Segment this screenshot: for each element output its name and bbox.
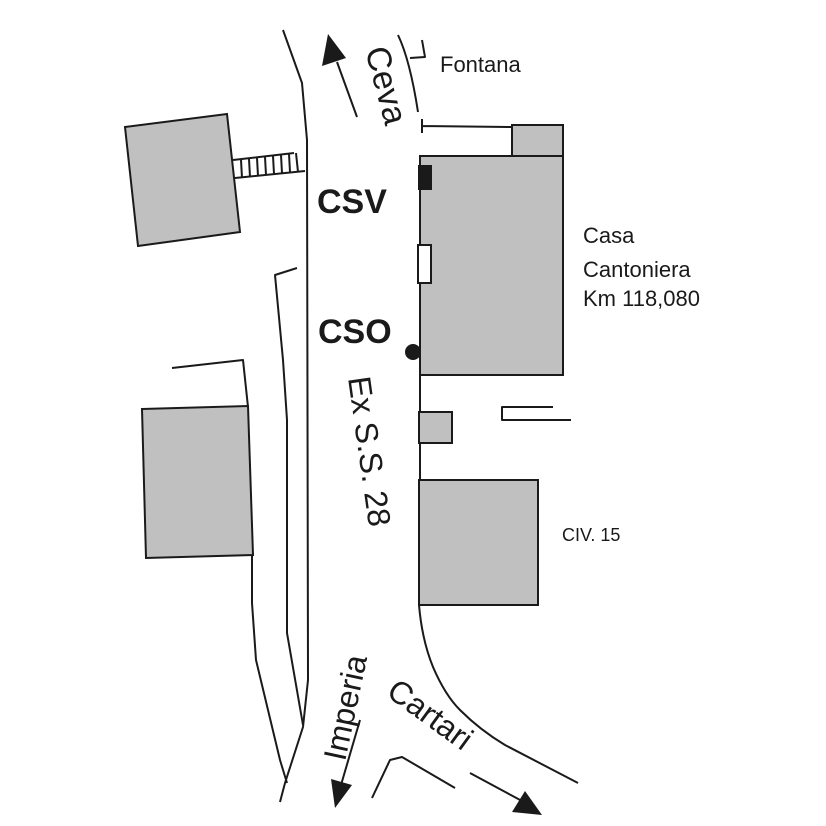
label-fontana: Fontana	[440, 52, 521, 77]
building-lower-left	[140, 404, 255, 560]
arrow-ceva-icon	[322, 34, 358, 118]
bracket-line	[501, 406, 571, 421]
label-casa-3: Km 118,080	[583, 286, 700, 311]
cso-point	[405, 344, 421, 360]
label-csv: CSV	[317, 183, 387, 221]
road-edge-ceva-right	[397, 34, 419, 113]
building-casa-cantoniera	[419, 155, 564, 376]
building-civ-15	[418, 479, 539, 606]
label-imperia: Imperia	[317, 651, 374, 763]
arrow-imperia-icon	[331, 719, 361, 808]
road-edge-cartari-left	[371, 756, 456, 799]
stairs-icon	[232, 152, 306, 179]
label-casa-2: Cantoniera	[583, 257, 691, 282]
wall-line	[421, 119, 513, 133]
road-edge-main-left	[279, 29, 309, 803]
road-edge-cartari-right	[418, 604, 579, 784]
road-edge-outer-left	[171, 359, 288, 784]
door-marker	[417, 244, 432, 284]
label-cso: CSO	[318, 313, 392, 351]
fontana-marker	[409, 39, 426, 59]
arrow-cartari-icon	[469, 772, 542, 815]
csv-marker	[418, 165, 432, 190]
road-edge-inner-left	[274, 267, 304, 726]
building-small-top	[511, 124, 564, 157]
label-civ: CIV. 15	[562, 525, 620, 545]
building-small-mid	[418, 411, 453, 444]
building-top-left	[123, 112, 242, 248]
label-road: Ex S.S. 28	[341, 374, 398, 529]
label-casa-1: Casa	[583, 223, 635, 248]
